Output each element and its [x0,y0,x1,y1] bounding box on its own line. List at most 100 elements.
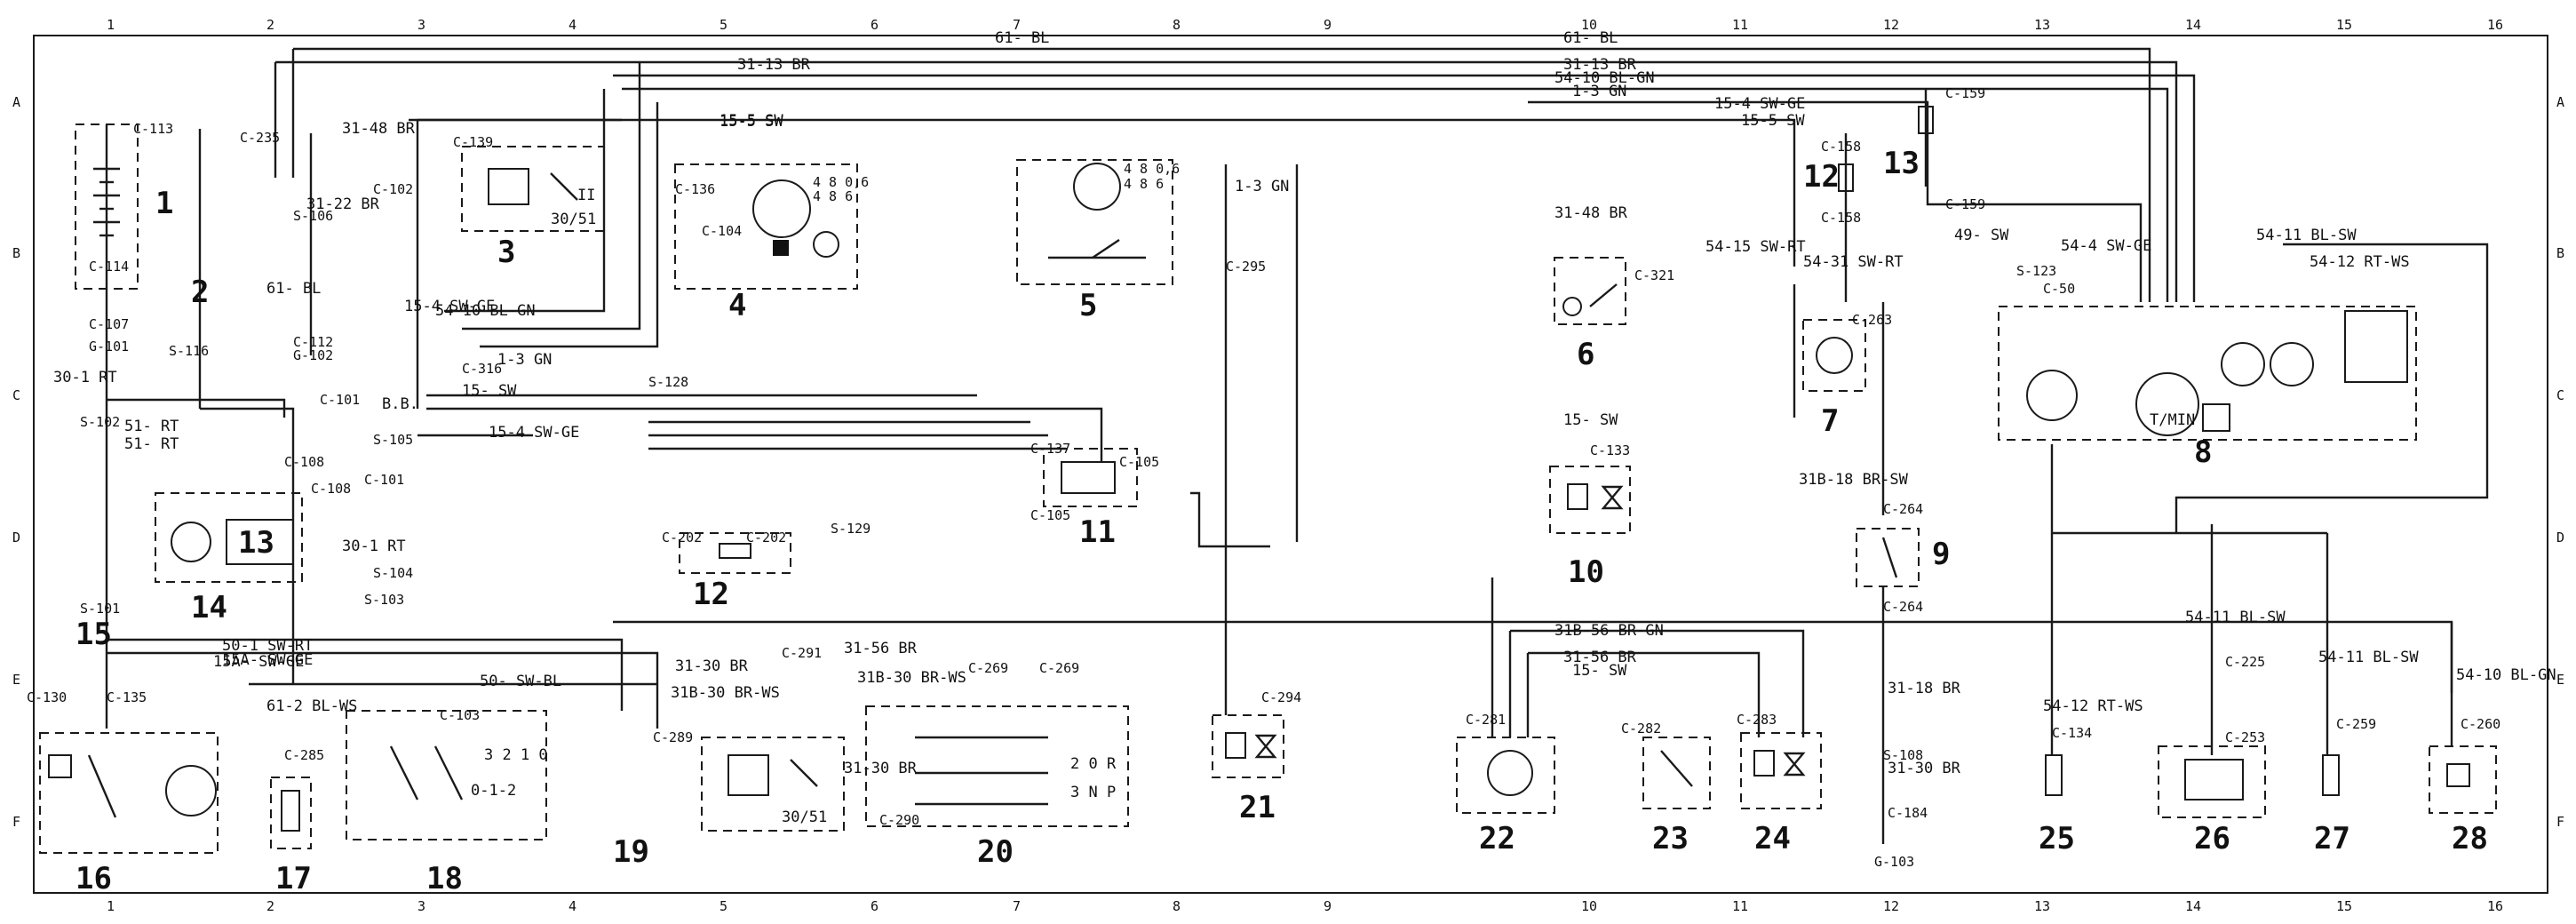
connector-label: S-129 [831,521,871,537]
connector-label: C-316 [462,361,502,377]
connector-label: G-102 [293,347,333,363]
wire-label: 54-12 RT-WS [2310,253,2410,271]
column-label-top: 16 [2487,17,2503,33]
component-9-label: 9 [1932,537,1950,572]
wire-label: 54-31 SW-RT [1803,253,1904,271]
column-label-bottom: 9 [1324,898,1332,914]
wire-label: B.B. [382,395,418,413]
wire-label: 50-1 SW-RT [222,637,313,655]
connector-label: C-112 [293,334,333,350]
relay-3-pins: 30/51 [551,211,596,228]
ignition-switch-18: 0-1-2 3 2 1 0 18 [346,710,548,896]
component-13-label: 13 [238,525,274,561]
wire-label: 31-56 BR [1563,649,1637,666]
selector-20-pos-a: 2 0 R [1070,755,1117,773]
column-label-bottom: 4 [568,898,576,914]
connector-label: S-116 [169,343,209,359]
connector-label: G-103 [1874,854,1914,870]
wire-label: 31-22 BR [306,195,380,213]
component-16-label: 16 [76,861,112,896]
right-wiring [1224,164,2489,844]
wire-label: 31B-56 BR-GN [1554,622,1664,640]
row-label-left: F [12,814,20,830]
ign-positions-b: 3 2 1 0 [484,746,548,764]
connector-label: S-128 [648,374,688,390]
column-label-top: 13 [2034,17,2050,33]
bus-label-15-5: 15-5 SW [720,112,783,130]
sender-17: 17 [270,777,312,896]
connector-label: C-282 [1621,721,1661,737]
selector-20: 2 0 R 3 N P 20 [865,705,1129,870]
connector-label: C-113 [133,121,173,137]
wire-label: 54-11 BL-SW [2318,649,2419,666]
selector-20-pos-b: 3 N P [1070,784,1116,801]
connector-label: G-101 [89,339,129,354]
component-23-label: 23 [1652,821,1689,856]
wire-label: 54-12 RT-WS [2043,697,2143,715]
connector-label: C-102 [373,181,413,197]
row-label-right: A [2556,94,2564,110]
connector-label: C-108 [284,454,324,470]
connector-label: C-105 [1119,454,1159,470]
connector-label: C-269 [968,660,1008,676]
column-label-top: 15 [2336,17,2352,33]
wire-label: 15A- SW-GE [222,651,313,669]
wire-label: 1-3 GN [497,351,552,369]
wire-label: 15-4 SW-GE [404,298,495,315]
wire-label: 61- BL [266,280,321,298]
fuse-13-label: 13 [1883,146,1920,181]
component-2-label: 2 [191,275,209,310]
component-21-label: 21 [1239,790,1276,825]
column-label-top: 8 [1173,17,1181,33]
component-28-label: 28 [2452,821,2488,856]
wire-label: 49- SW [1954,227,2009,244]
gauge-4-pins-b: 4 8 6 [813,188,853,204]
wire-label: 15A- SW-GE [213,653,304,671]
wire-label: 31-48 BR [1554,204,1628,222]
column-label-bottom: 7 [1013,898,1021,914]
row-label-right: C [2556,387,2564,403]
column-label-top: 14 [2185,17,2201,33]
connector-label: C-133 [1590,442,1630,458]
switch-9: 9 [1856,528,1950,587]
wire-label: 54-15 SW-RT [1705,238,1806,256]
column-label-top: 9 [1324,17,1332,33]
row-label-right: B [2556,245,2564,261]
gauge-4: 4 8 0,6 4 8 6 4 [674,163,869,323]
connector-label: C-103 [440,707,480,723]
row-label-right: E [2556,672,2564,688]
column-label-top: 12 [1883,17,1899,33]
bus-right-31-13: 31-13 BR [1563,56,1637,74]
switch-28: 28 [2429,745,2497,856]
connector-label: C-283 [1737,712,1777,728]
bus-label-1-3: 1-3 GN [1572,83,1626,100]
column-label-bottom: 8 [1173,898,1181,914]
diagram-frame [33,35,2548,894]
connector-label: C-158 [1821,139,1861,155]
connector-label: C-159 [1945,196,1985,212]
relay-3-tag: II [577,187,595,204]
connector-label: C-264 [1883,599,1923,615]
column-label-top: 5 [720,17,727,33]
wire-label: 54-11 BL-SW [2185,609,2286,626]
relay-3: II 30/51 3 [461,146,605,270]
component-3-label: 3 [497,235,515,270]
module-26: 26 [2158,745,2266,856]
fuse-12-label: 12 [1803,159,1840,195]
lamp-6: 6 [1554,257,1626,372]
connector-label: C-104 [702,223,742,239]
wire-label: 15- SW [462,382,517,400]
bus-right-15-5: 15-5 SW [1741,112,1805,130]
connector-label: C-101 [364,472,404,488]
connector-label: C-235 [240,130,280,146]
row-label-left: B [12,245,20,261]
instrument-cluster-8: T/MIN 8 [1998,306,2417,470]
column-label-bottom: 13 [2034,898,2050,914]
connector-label: C-281 [1466,712,1506,728]
component-1-label: 1 [155,186,173,221]
column-label-top: 10 [1581,17,1597,33]
connector-label: C-134 [2052,725,2092,741]
